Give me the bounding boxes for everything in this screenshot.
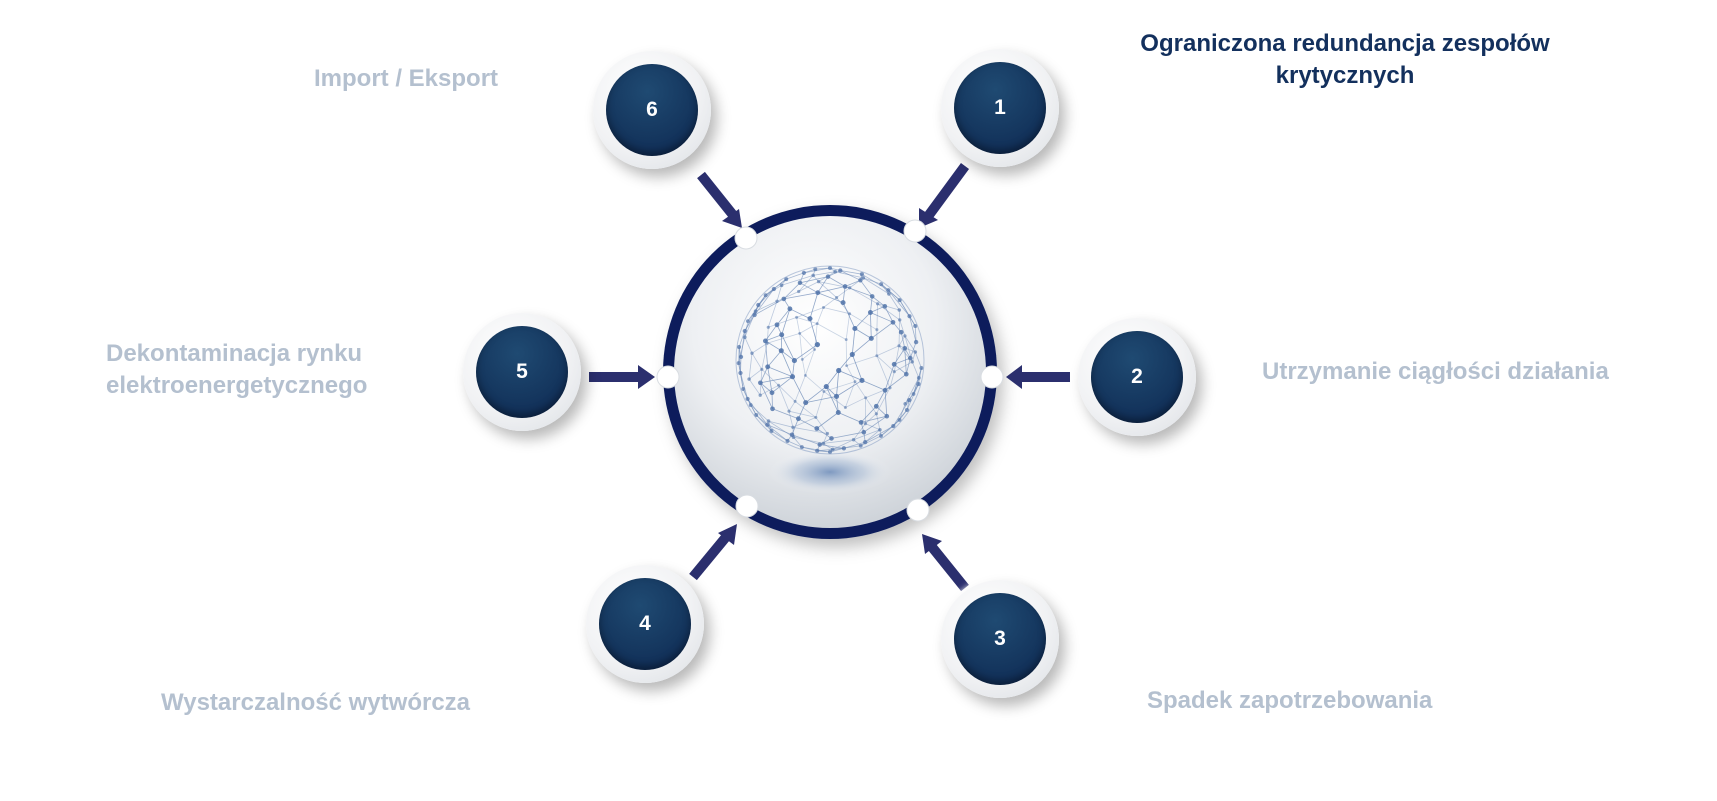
label-5: Dekontaminacja rynku elektroenergetyczne… xyxy=(106,338,367,402)
arrow-2 xyxy=(1006,365,1070,389)
ring-dot-5 xyxy=(656,365,680,389)
arrow-6 xyxy=(697,171,742,228)
label-3: Spadek zapotrzebowania xyxy=(1147,685,1432,717)
node-3: 3 xyxy=(941,580,1059,698)
hub-inner xyxy=(674,216,986,528)
node-2-number: 2 xyxy=(1091,331,1183,423)
label-3-line-1: Spadek zapotrzebowania xyxy=(1147,687,1433,714)
label-5-line-1: Dekontaminacja rynku xyxy=(106,340,363,367)
label-1: Ograniczona redundancja zespołów krytycz… xyxy=(1110,28,1580,92)
arrow-4 xyxy=(689,524,737,581)
label-4: Wystarczalność wytwórcza xyxy=(161,687,470,719)
arrow-5 xyxy=(589,365,655,389)
node-4: 4 xyxy=(586,565,704,683)
node-1-number: 1 xyxy=(954,62,1046,154)
ring-dot-4 xyxy=(735,494,759,518)
label-1-line-1: Ograniczona redundancja zespołów xyxy=(1140,30,1550,57)
network-globe-icon xyxy=(736,266,924,454)
node-1: 1 xyxy=(941,49,1059,167)
label-4-line-1: Wystarczalność wytwórcza xyxy=(161,689,471,716)
label-6: Import / Eksport xyxy=(314,63,498,95)
label-2: Utrzymanie ciągłości działania xyxy=(1262,356,1609,388)
node-6-number: 6 xyxy=(606,64,698,156)
label-5-line-2: elektroenergetycznego xyxy=(106,372,368,399)
node-5-number: 5 xyxy=(476,326,568,418)
ring-dot-3 xyxy=(906,498,930,522)
label-6-line-1: Import / Eksport xyxy=(314,65,499,92)
node-5: 5 xyxy=(463,313,581,431)
label-1-line-2: krytycznych xyxy=(1275,62,1415,89)
ring-dot-6 xyxy=(734,226,758,250)
globe-shadow xyxy=(768,450,892,494)
ring-dot-2 xyxy=(980,365,1004,389)
node-6: 6 xyxy=(593,51,711,169)
ring-dot-1 xyxy=(903,219,927,243)
node-2: 2 xyxy=(1078,318,1196,436)
arrow-1 xyxy=(919,163,970,228)
label-2-line-1: Utrzymanie ciągłości działania xyxy=(1262,358,1609,385)
arrow-3 xyxy=(922,534,969,592)
node-3-number: 3 xyxy=(954,593,1046,685)
node-4-number: 4 xyxy=(599,578,691,670)
